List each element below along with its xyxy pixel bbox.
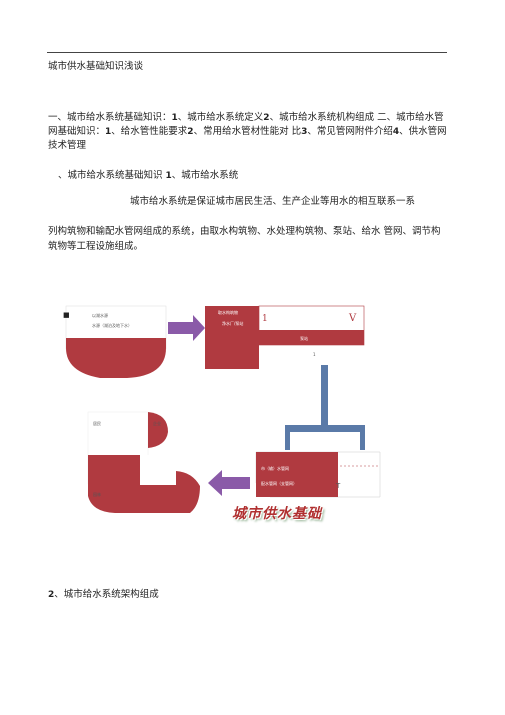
- toc-number: 1: [171, 113, 178, 123]
- pipe-mark-2: V: [349, 313, 357, 324]
- section2-heading: 2、城市给水系统架构组成: [48, 588, 159, 602]
- header-rule: [47, 52, 447, 53]
- toc-number: 2: [187, 127, 194, 137]
- section2-text: 、城市给水系统架构组成: [54, 589, 159, 600]
- toc-text: 、常用给水管材性能对 比: [193, 126, 302, 137]
- source-sub-label: 水源（湖泊及地下水）: [92, 323, 132, 328]
- user-shape-bottom: [88, 455, 200, 513]
- source-label: 以湖水源: [92, 313, 108, 318]
- arrow-left-icon: [208, 470, 250, 496]
- main-pipe-horizontal: [285, 425, 365, 432]
- page-title: 城市供水基础知识浅谈: [48, 61, 144, 72]
- user-label-residents: 居民: [93, 421, 101, 426]
- toc-number: 3: [301, 127, 308, 137]
- network-mark: T: [336, 482, 341, 490]
- section1-heading: 、城市给水系统基础知识 1、城市给水系统: [58, 169, 238, 183]
- plant-label: 取水构筑物: [218, 310, 238, 315]
- branch-pipe-left: [285, 432, 290, 450]
- toc-paragraph: 一、城市给水系统基础知识：1、城市给水系统定义2、城市给水系统机构组成 二、城市…: [48, 111, 448, 153]
- toc-text: 、常见管网附件介绍: [307, 126, 393, 137]
- toc-text: 、给水管性能要求: [111, 126, 188, 137]
- network-sub-label: 配水管网（支管网）: [261, 481, 297, 486]
- user-cutout: [140, 455, 176, 485]
- section1-suffix: 、城市给水系统: [171, 170, 239, 181]
- diagram-stamp: 城市供水基础: [232, 506, 322, 522]
- section1-number: 1: [165, 171, 172, 181]
- toc-text: 、城市给水系统定义: [177, 112, 264, 123]
- branch-pipe-right: [360, 432, 365, 450]
- toc-number: 4: [392, 127, 400, 137]
- plant-sub-label: 净水厂/泵站: [222, 321, 244, 326]
- pipe-box: [258, 305, 365, 346]
- pipe-mark-1: 1: [262, 314, 268, 324]
- body-line2: 列构筑物和输配水管网组成的系统，由取水构筑物、水处理构筑物、泵站、给水 管网、调…: [48, 226, 441, 252]
- diagram-bullet: ■: [63, 311, 70, 319]
- main-pipe-vertical: [321, 365, 328, 425]
- arrow-right-icon: [168, 315, 205, 341]
- pipe-mark-3: 1: [313, 352, 316, 357]
- body-line1: 城市给水系统是保证城市居民生活、生产企业等用水的相互联系一系: [130, 196, 416, 207]
- pipe-label: 泵站: [300, 336, 308, 341]
- section1-text: 、城市给水系统基础知识: [58, 170, 166, 181]
- network-box: [255, 451, 381, 498]
- toc-text: 、城市给水系统机构组成 二、城市给水管网基础知识：: [48, 112, 444, 137]
- toc-number: 2: [263, 113, 270, 123]
- user-shape-top: [148, 412, 168, 448]
- network-label: 市（输）水管网: [261, 466, 289, 471]
- section2-number: 2: [48, 590, 55, 600]
- source-basin-shape: [66, 338, 166, 378]
- network-fill: [256, 452, 338, 497]
- toc-text: 、供水管网技术管理: [48, 126, 447, 151]
- user-label-enterprise: 企业: [153, 421, 161, 426]
- user-label-garden: 园林: [93, 492, 101, 497]
- toc-number: 1: [105, 127, 112, 137]
- toc-text: 一、城市给水系统基础知识：: [48, 112, 172, 123]
- pipe-band: [259, 330, 364, 345]
